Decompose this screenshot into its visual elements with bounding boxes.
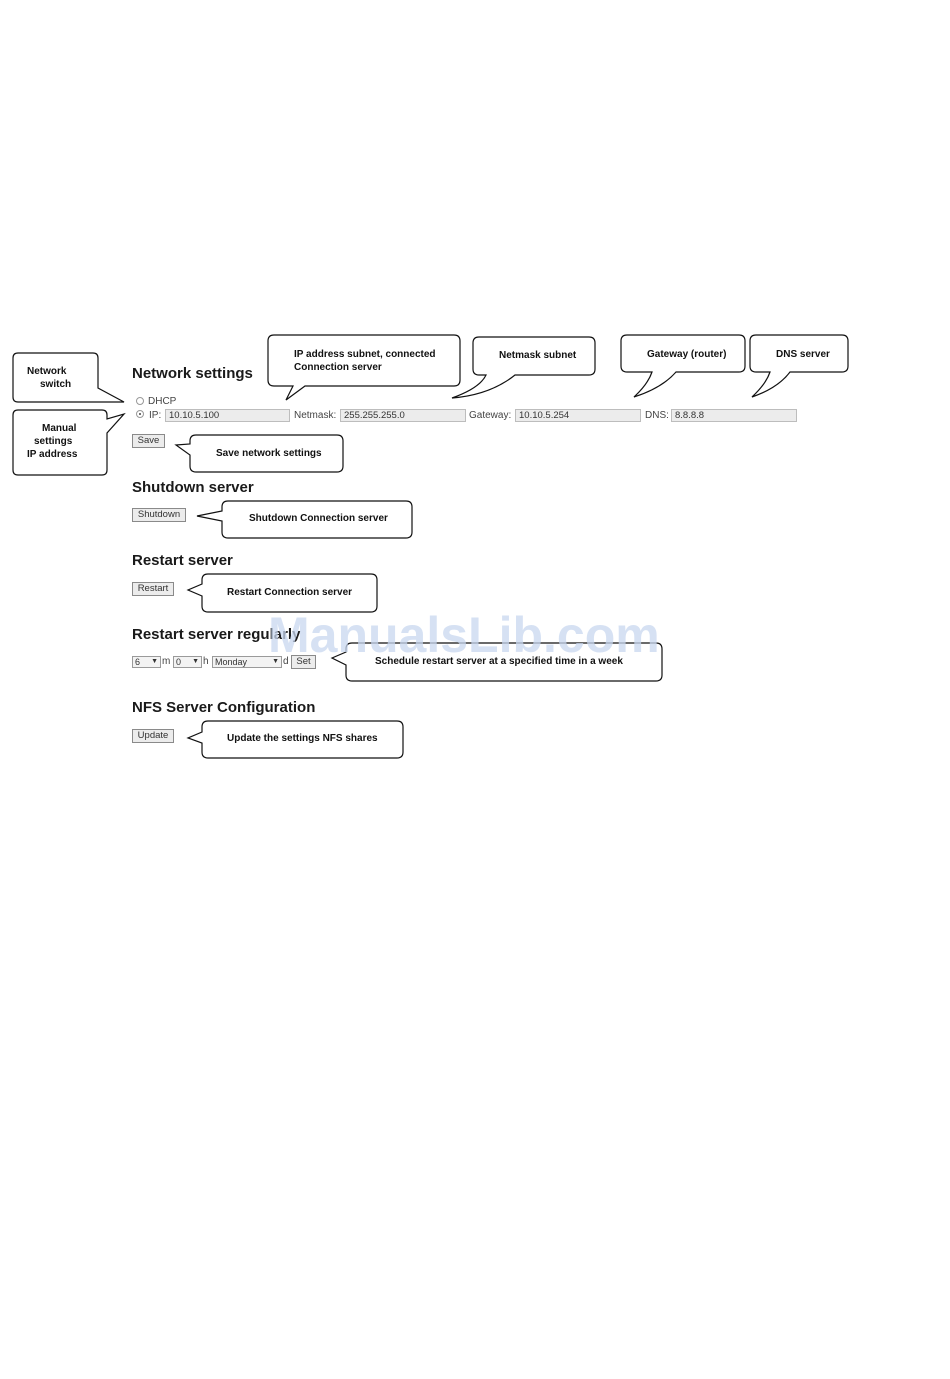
callout-netmask: Netmask subnet: [499, 350, 577, 361]
ip-input[interactable]: 10.10.5.100: [165, 409, 290, 422]
set-button[interactable]: Set: [291, 655, 316, 669]
callout-shape-manual-settings: [12, 409, 126, 476]
chevron-down-icon: ▼: [151, 658, 158, 665]
gateway-label: Gateway:: [469, 410, 512, 421]
minute-select-value: 6: [135, 657, 141, 667]
dns-input[interactable]: 8.8.8.8: [671, 409, 797, 422]
callout-shutdown: Shutdown Connection server: [249, 513, 388, 524]
day-unit-label: d: [283, 656, 289, 667]
update-button[interactable]: Update: [132, 729, 174, 743]
chevron-down-icon: ▼: [192, 658, 199, 665]
dhcp-label: DHCP: [148, 396, 177, 407]
ip-radio[interactable]: [136, 410, 144, 418]
callout-shape-schedule: [330, 642, 663, 682]
callout-shape-shutdown: [196, 500, 413, 539]
callout-network-switch-line2: switch: [40, 379, 72, 390]
callout-ip-subnet-line2: Connection server: [294, 362, 382, 373]
chevron-down-icon: ▼: [272, 658, 279, 665]
shutdown-server-heading: Shutdown server: [132, 479, 254, 496]
callout-nfs: Update the settings NFS shares: [227, 733, 378, 744]
day-select[interactable]: Monday ▼: [212, 656, 282, 668]
hour-unit-label: h: [203, 656, 209, 667]
callout-shape-restart: [186, 573, 378, 613]
gateway-input[interactable]: 10.10.5.254: [515, 409, 641, 422]
callout-shape-gateway: [620, 334, 746, 398]
callout-manual-line1: Manual: [42, 423, 77, 434]
dns-label: DNS:: [645, 410, 669, 421]
callout-shape-dns: [749, 334, 849, 398]
callout-restart: Restart Connection server: [227, 587, 353, 598]
callout-save: Save network settings: [216, 448, 322, 459]
watermark: ManualsLib.com: [268, 607, 660, 663]
netmask-label: Netmask:: [294, 410, 337, 421]
restart-button[interactable]: Restart: [132, 582, 174, 596]
hour-select[interactable]: 0 ▼: [173, 656, 202, 668]
callout-shape-nfs: [186, 720, 404, 759]
callout-manual-line2: settings: [34, 436, 73, 447]
nfs-configuration-heading: NFS Server Configuration: [132, 699, 316, 716]
minute-select[interactable]: 6 ▼: [132, 656, 161, 668]
hour-select-value: 0: [176, 657, 182, 667]
callout-network-switch-line1: Network: [27, 366, 67, 377]
callout-gateway: Gateway (router): [647, 349, 727, 360]
restart-server-heading: Restart server: [132, 552, 233, 569]
callout-shape-network-switch: [12, 352, 125, 403]
netmask-input[interactable]: 255.255.255.0: [340, 409, 466, 422]
network-settings-heading: Network settings: [132, 365, 253, 382]
callout-manual-line3: IP address: [27, 449, 78, 460]
day-select-value: Monday: [215, 657, 248, 667]
callout-ip-subnet-line1: IP address subnet, connected: [294, 349, 436, 360]
restart-regularly-heading: Restart server regularly: [132, 626, 301, 643]
shutdown-button[interactable]: Shutdown: [132, 508, 186, 522]
callout-schedule: Schedule restart server at a specified t…: [375, 656, 623, 667]
callout-dns: DNS server: [776, 349, 830, 360]
dhcp-radio[interactable]: [136, 397, 144, 405]
callout-shape-ip-subnet: [267, 334, 461, 401]
minute-unit-label: m: [162, 656, 171, 667]
callout-shape-netmask: [451, 336, 596, 399]
callout-shape-save: [174, 434, 344, 473]
save-button[interactable]: Save: [132, 434, 165, 448]
ip-label: IP:: [149, 410, 162, 421]
